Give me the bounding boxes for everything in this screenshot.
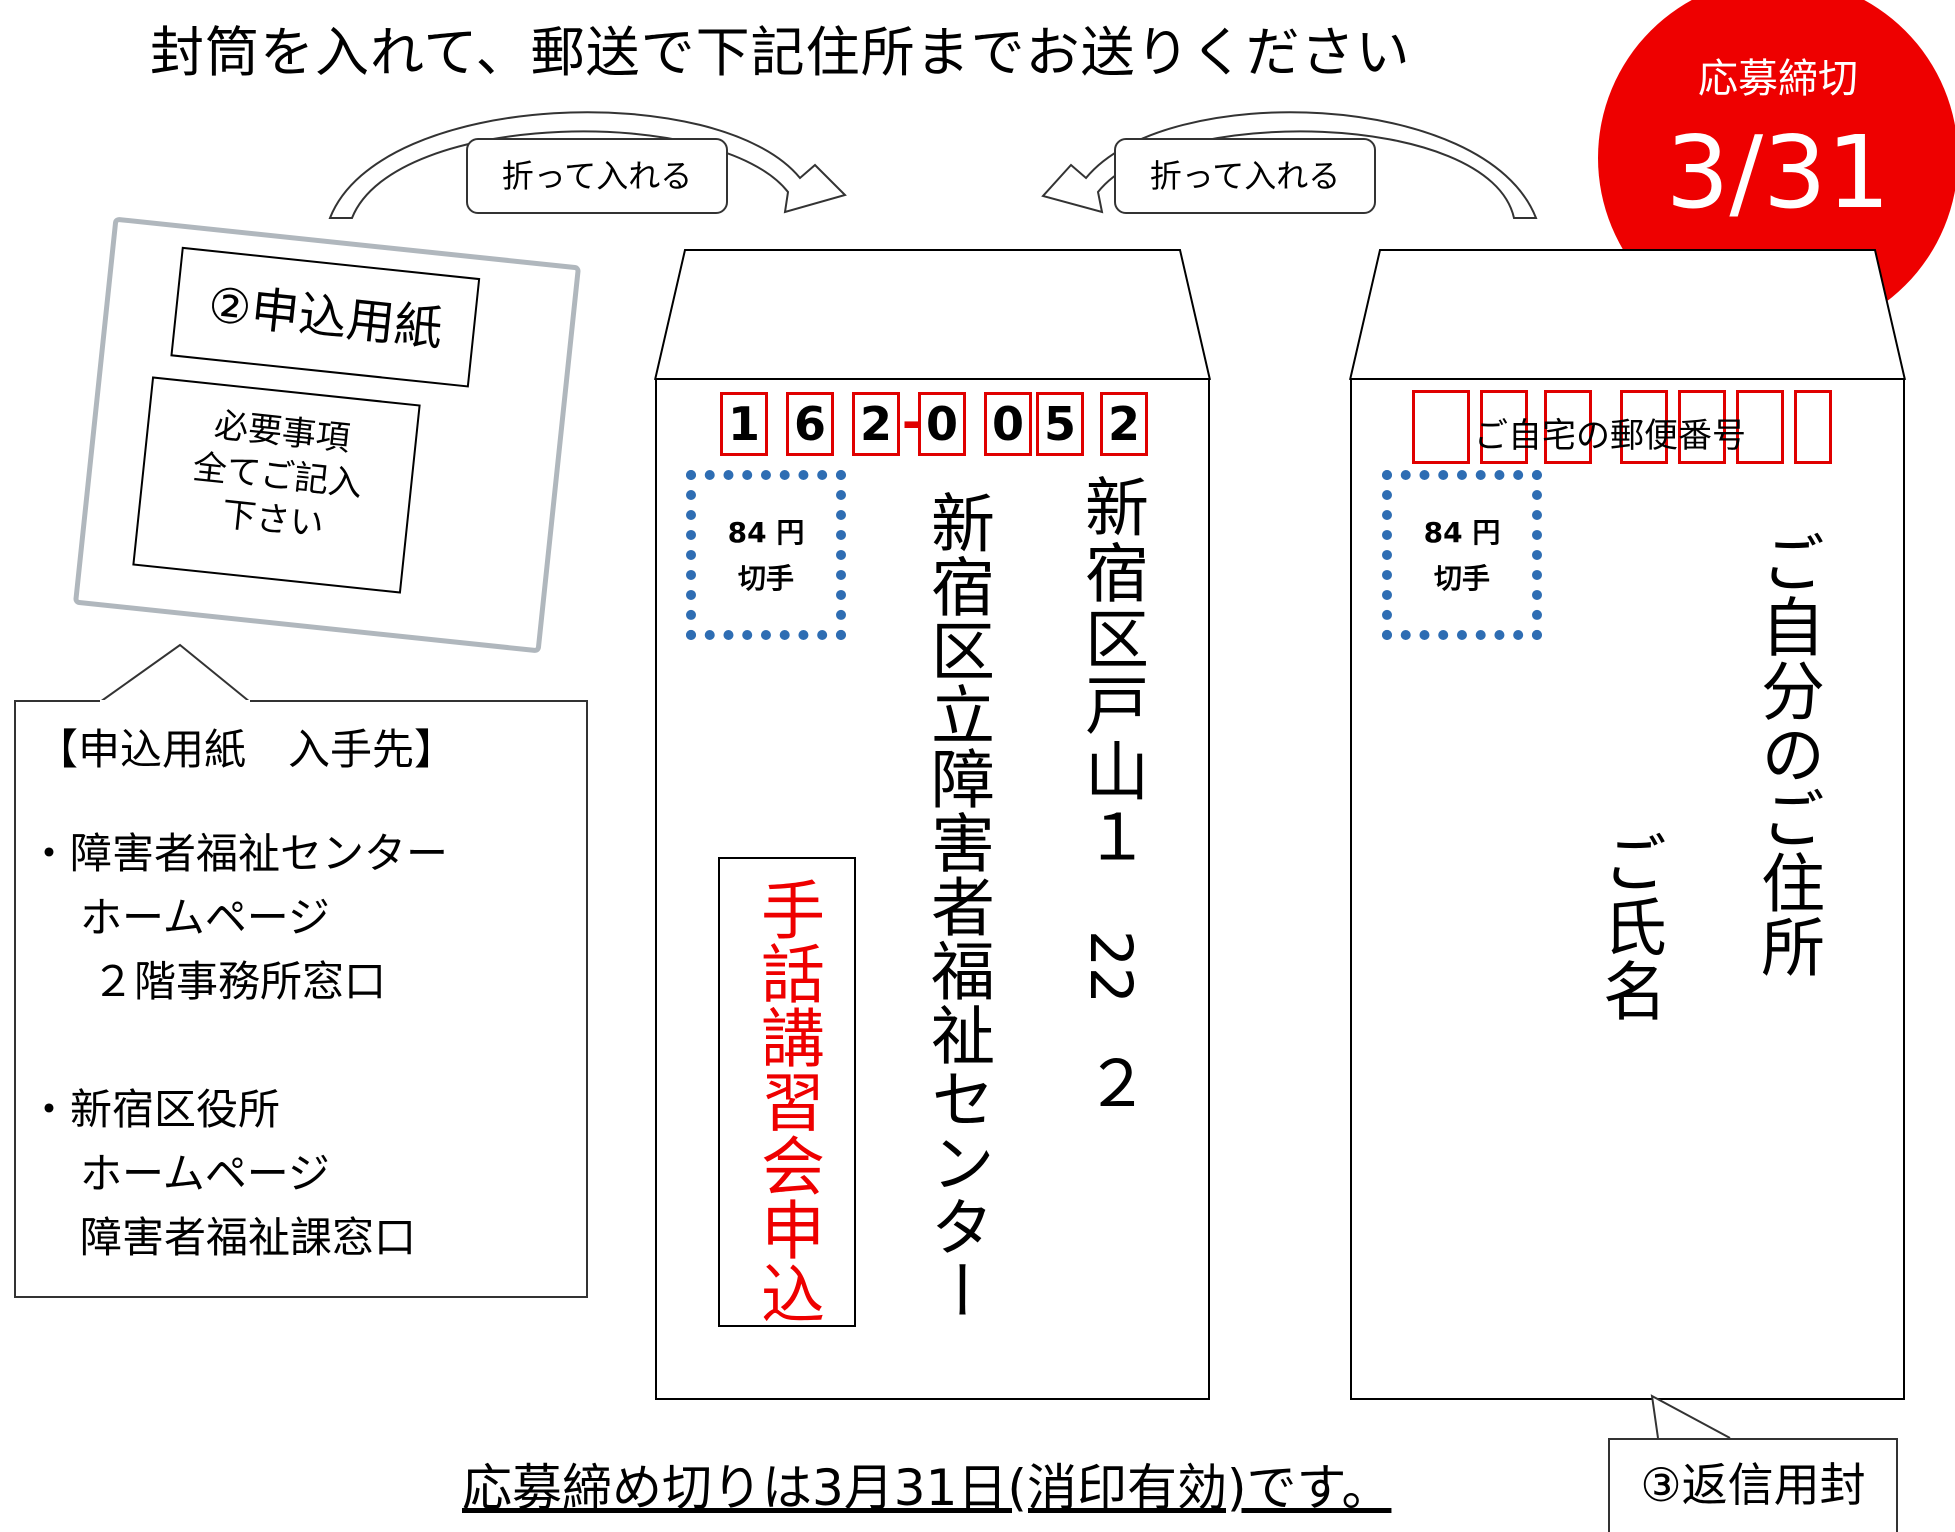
zip-digit: 6 [786, 392, 834, 456]
source-line: 障害者福祉課窓口 [80, 1213, 417, 1262]
send-address-line-1: 新宿区戸山１ [1074, 474, 1148, 870]
zip-digit: 2 [1100, 392, 1148, 456]
source-line: ・新宿区役所 [28, 1085, 281, 1134]
return-envelope [1350, 378, 1905, 1400]
stamp-label: 切手 [737, 562, 794, 595]
return-name: ご氏名 [1592, 830, 1666, 1022]
return-caption-box: ③返信用封 [1608, 1438, 1898, 1532]
zip-box-empty [1620, 390, 1668, 464]
zip-box-empty [1736, 390, 1784, 464]
stamp-label: 切手 [1433, 562, 1490, 595]
zip-box-empty [1544, 390, 1592, 464]
send-recipient: 新宿区立障害者福祉センター [920, 490, 994, 1322]
footer-note: 応募締め切りは3月31日(消印有効)です。 [462, 1459, 1392, 1517]
fold-label-left: 折って入れる [466, 138, 728, 214]
send-label-box: 手話講習会申込 [718, 857, 856, 1327]
return-stamp-placeholder: 84 円 切手 [1382, 470, 1542, 640]
sources-callout-top-border [14, 700, 588, 702]
return-caption: ③返信用封 [1640, 1458, 1866, 1512]
source-line: ２階事務所窓口 [92, 957, 387, 1006]
deadline-badge-date: 3/31 [1665, 114, 1891, 231]
send-address-line-2: 22 [1077, 930, 1145, 1004]
sources-heading: 【申込用紙 入手先】 [36, 725, 457, 774]
send-envelope [655, 378, 1210, 1400]
source-group-2: ・新宿区役所 ホームページ 障害者福祉課窓口 [28, 1078, 586, 1270]
source-group-1: ・障害者福祉センター ホームページ ２階事務所窓口 [28, 822, 586, 1014]
send-label: 手話講習会申込 [750, 877, 824, 1325]
return-zip-placeholder: ご自宅の郵便番号 [1474, 416, 1746, 456]
zip-digit: 1 [720, 392, 768, 456]
source-line: ホームページ [80, 893, 330, 942]
zip-digit: 0 [984, 392, 1032, 456]
zip-digit: 2 [852, 392, 900, 456]
source-line: ・障害者福祉センター [28, 829, 449, 878]
zip-digit: 0 [918, 392, 966, 456]
deadline-badge-top: 応募締切 [1698, 56, 1858, 102]
fold-label-right: 折って入れる [1114, 138, 1376, 214]
sources-callout-pointer [99, 643, 251, 703]
return-address: ご自分のご住所 [1750, 530, 1824, 978]
zip-digit: 5 [1036, 392, 1084, 456]
stamp-price: 84 円 [727, 516, 805, 549]
zip-box-empty [1678, 390, 1726, 464]
page-title: 封筒を入れて、郵送で下記住所までお送りください [150, 21, 1411, 84]
zip-box-empty [1480, 390, 1528, 464]
send-address-line-3: ２ [1074, 1050, 1148, 1114]
zip-box-empty [1412, 390, 1470, 464]
sources-callout: 【申込用紙 入手先】 ・障害者福祉センター ホームページ ２階事務所窓口 ・新宿… [14, 700, 588, 1298]
source-line: ホームページ [80, 1149, 330, 1198]
send-stamp-placeholder: 84 円 切手 [686, 470, 846, 640]
stamp-price: 84 円 [1423, 516, 1501, 549]
zip-box-empty [1794, 390, 1832, 464]
